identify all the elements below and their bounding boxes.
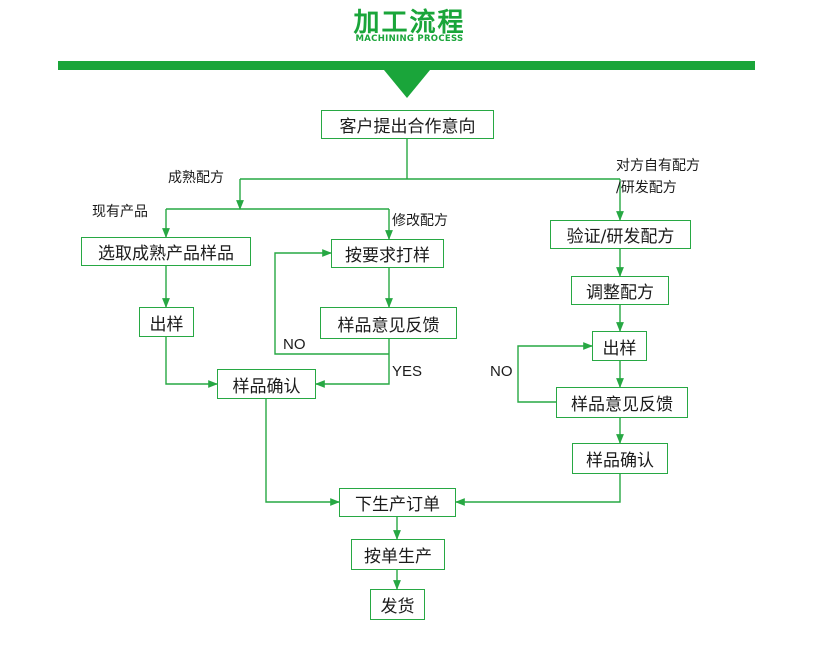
page-subtitle: MACHINING PROCESS <box>355 34 464 44</box>
node-adjust-formula: 调整配方 <box>571 276 669 305</box>
header-pointer-triangle <box>384 70 430 98</box>
label-no-right: NO <box>490 363 513 380</box>
node-deliver: 发货 <box>370 589 425 620</box>
label-own-formula-line1: 对方自有配方 <box>616 158 700 174</box>
node-ship-sample-left: 出样 <box>139 307 194 337</box>
page-title: 加工流程 <box>353 8 466 38</box>
node-ship-sample-right: 出样 <box>592 331 647 361</box>
node-verify-develop: 验证/研发配方 <box>550 220 691 249</box>
connector-confirm-right-to-order <box>455 474 621 506</box>
node-confirm-mid: 样品确认 <box>217 369 316 399</box>
node-place-order: 下生产订单 <box>339 488 456 517</box>
label-no-mid: NO <box>283 336 306 353</box>
connector-yes-mid <box>315 339 390 388</box>
node-feedback-right: 样品意见反馈 <box>556 387 688 418</box>
connector-no-loop-right <box>517 342 593 403</box>
label-own-formula-line2: /研发配方 <box>616 180 677 196</box>
label-existing-product: 现有产品 <box>92 204 148 220</box>
header-band <box>58 61 755 70</box>
label-modify-formula: 修改配方 <box>392 213 448 229</box>
label-yes-mid: YES <box>392 363 423 380</box>
node-select-mature-sample: 选取成熟产品样品 <box>81 237 251 266</box>
label-mature-formula: 成熟配方 <box>168 170 224 186</box>
node-produce: 按单生产 <box>351 539 445 570</box>
node-customer-intent: 客户提出合作意向 <box>321 110 494 139</box>
node-feedback-mid: 样品意见反馈 <box>320 307 457 339</box>
connector-ship-to-confirm <box>165 337 218 388</box>
node-make-sample: 按要求打样 <box>331 239 444 268</box>
connector-no-loop-mid <box>274 249 389 355</box>
node-confirm-right: 样品确认 <box>572 443 668 474</box>
connector-confirm-mid-to-order <box>265 399 340 506</box>
